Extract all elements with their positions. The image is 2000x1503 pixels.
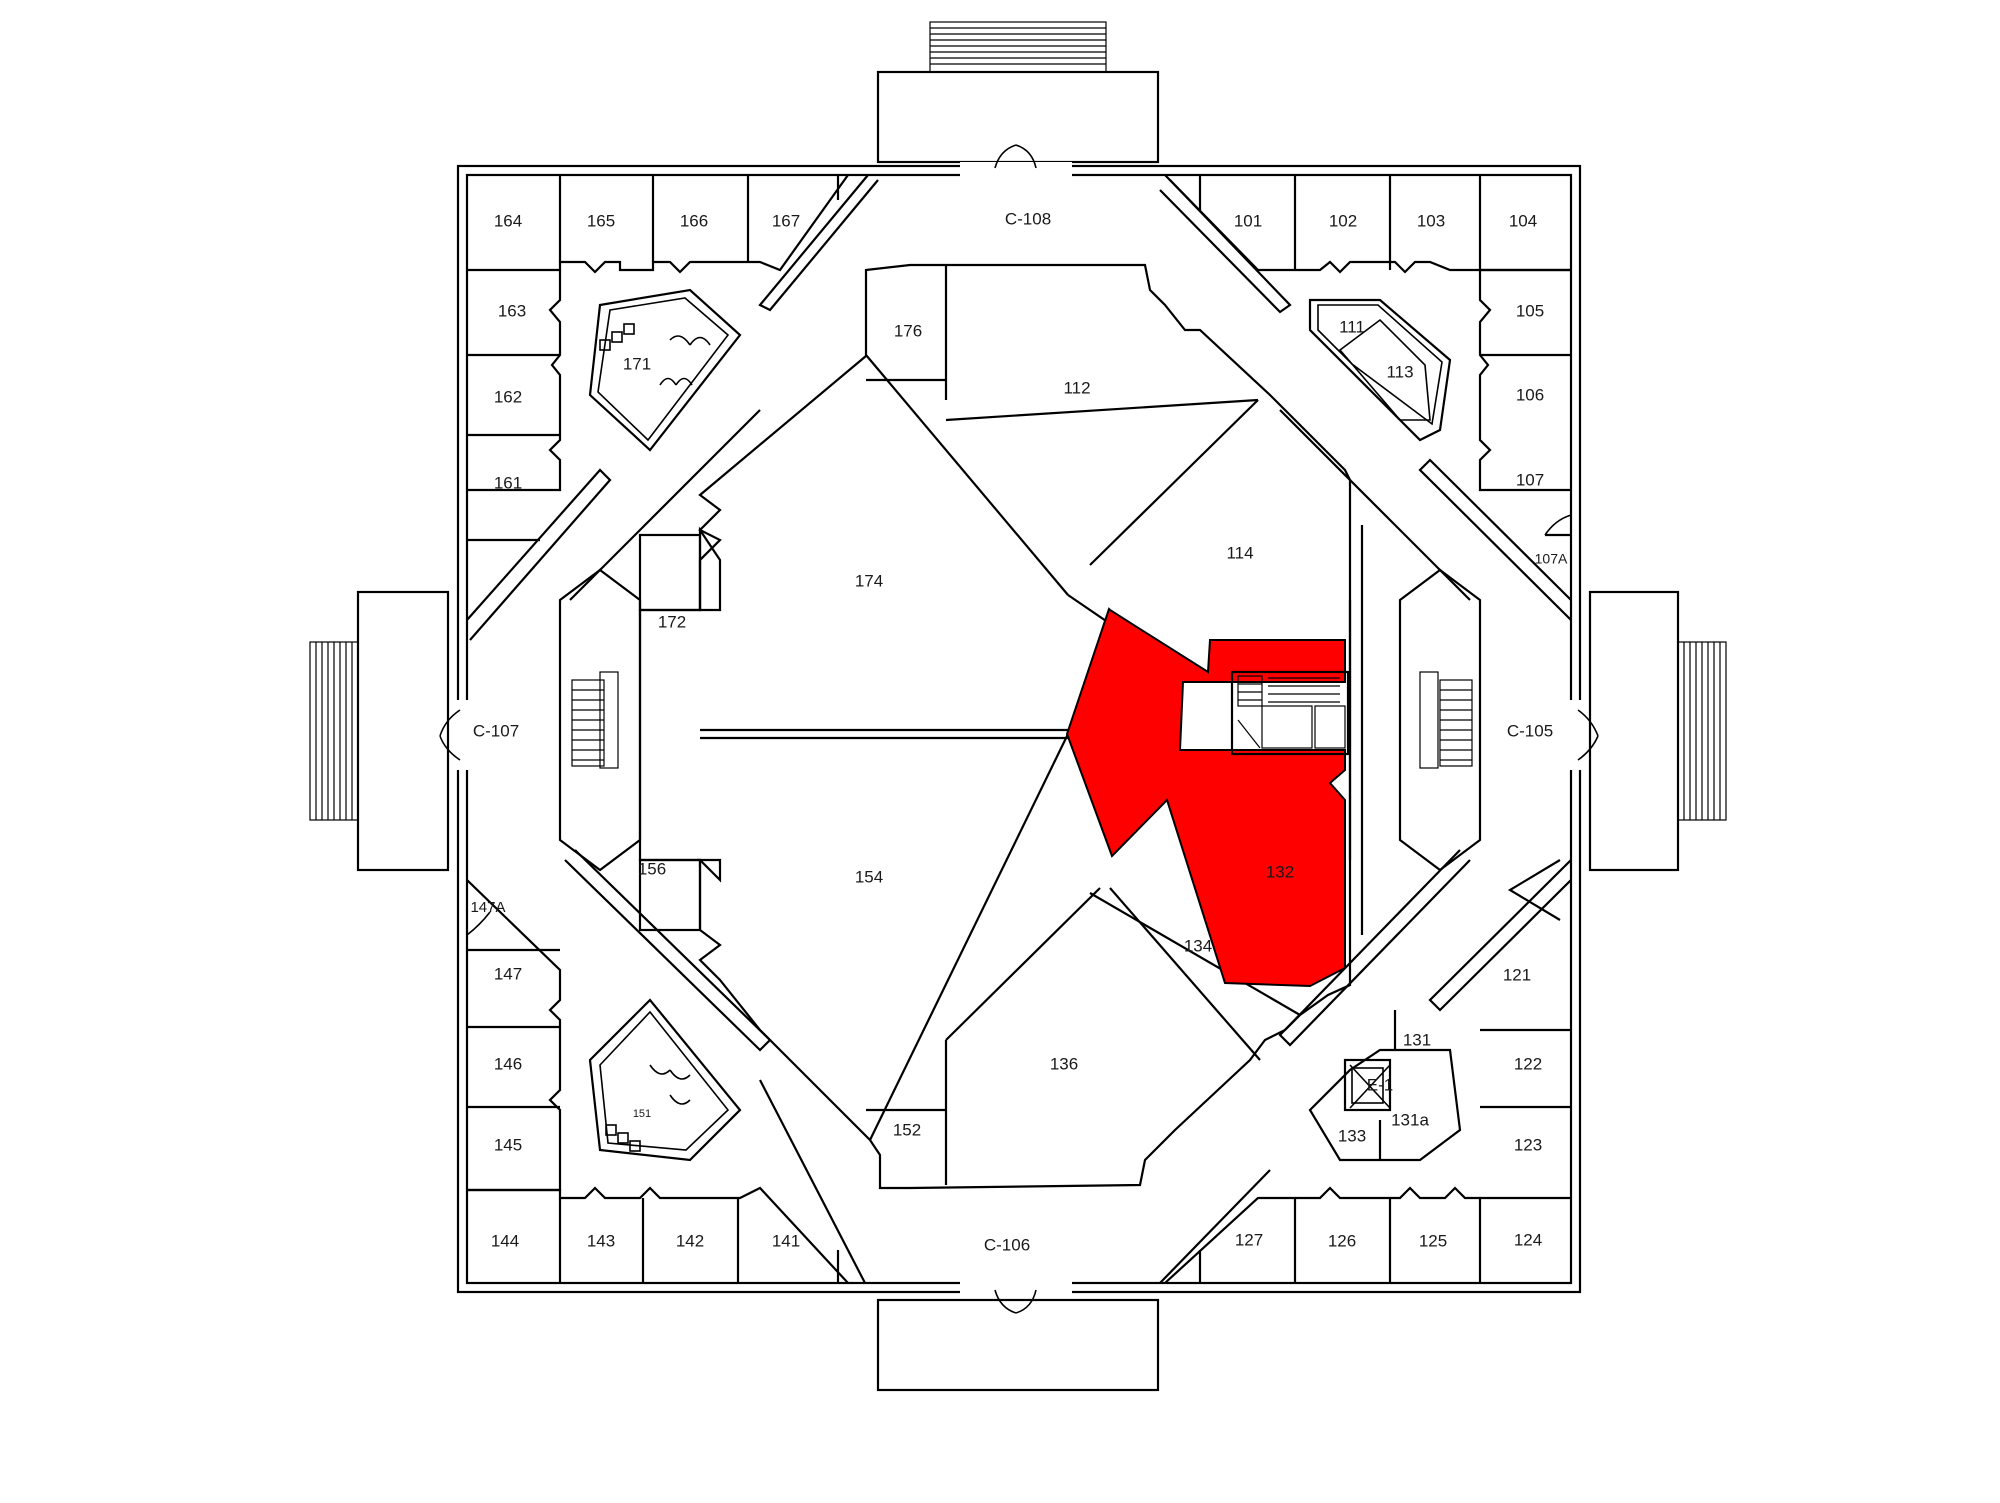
room-144-label: 144 (491, 1231, 519, 1250)
room-131a-label: 131a (1391, 1110, 1429, 1129)
entrance-north (876, 21, 1160, 164)
room-112-label: 112 (1063, 378, 1090, 397)
room-172-label: 172 (658, 612, 686, 631)
room-107-label: 107 (1516, 470, 1544, 489)
restroom-151 (588, 998, 742, 1162)
east-office-wall (1418, 268, 1572, 1109)
corridor-c106-label: C-106 (984, 1235, 1030, 1254)
room-142-label: 142 (676, 1231, 704, 1250)
room-132-highlight[interactable] (1065, 607, 1346, 988)
room-164-label: 164 (494, 211, 522, 230)
room-101-label: 101 (1234, 211, 1262, 230)
room-107A-label: 107A (1535, 551, 1568, 567)
room-162-label: 162 (494, 387, 522, 406)
room-123-label: 123 (1514, 1135, 1542, 1154)
room-127-label: 127 (1235, 1230, 1263, 1249)
south-office-wall (467, 1186, 1571, 1284)
room-151-label: 151 (633, 1108, 651, 1120)
room-133-label: 133 (1338, 1126, 1366, 1145)
room-131-label: 131 (1403, 1030, 1431, 1049)
room-121-label: 121 (1503, 965, 1531, 984)
room-124-label: 124 (1514, 1230, 1542, 1249)
room-141-label: 141 (772, 1231, 800, 1250)
room-111-label: 111 (1339, 317, 1365, 336)
corridor-c105-label: C-105 (1507, 721, 1553, 740)
room-136-label: 136 (1050, 1054, 1078, 1073)
room-113-label: 113 (1386, 362, 1413, 381)
room-165-label: 165 (587, 211, 615, 230)
room-174-label: 174 (855, 571, 883, 590)
outer-walls (439, 144, 1599, 1314)
restroom-171 (588, 288, 742, 452)
central-core (638, 263, 1364, 1190)
corridor-labels: C-108 C-105 C-107 C-106 (473, 209, 1553, 1254)
room-122-label: 122 (1514, 1054, 1542, 1073)
corridor-c107-label: C-107 (473, 721, 519, 740)
room-134-label: 134 (1184, 936, 1212, 955)
room-132-label: 132 (1266, 862, 1294, 881)
room-145-label: 145 (494, 1135, 522, 1154)
room-147A-label: 147A (470, 899, 505, 916)
stair-132 (1230, 670, 1350, 756)
entrance-south (876, 1298, 1160, 1392)
room-146-label: 146 (494, 1054, 522, 1073)
room-105-label: 105 (1516, 301, 1544, 320)
west-office-wall (466, 270, 612, 1192)
room-103-label: 103 (1417, 211, 1445, 230)
room-156-label: 156 (638, 859, 666, 878)
room-114-label: 114 (1226, 543, 1253, 562)
room-102-label: 102 (1329, 211, 1357, 230)
room-labels: 164 165 166 167 101 102 103 104 105 106 … (470, 211, 1568, 1250)
room-143-label: 143 (587, 1231, 615, 1250)
entrance-west (309, 590, 450, 872)
room-166-label: 166 (680, 211, 708, 230)
room-126-label: 126 (1328, 1231, 1356, 1250)
room-125-label: 125 (1419, 1231, 1447, 1250)
entrance-east (1588, 590, 1727, 872)
stair-east (1398, 568, 1482, 872)
room-167-label: 167 (772, 211, 800, 230)
restroom-111 (1308, 298, 1452, 442)
room-161-label: 161 (494, 473, 522, 492)
room-106-label: 106 (1516, 385, 1544, 404)
room-154-label: 154 (855, 867, 883, 886)
room-176-label: 176 (894, 321, 922, 340)
room-152-label: 152 (893, 1120, 921, 1139)
corridor-c108-label: C-108 (1005, 209, 1051, 228)
elevator-e1-label: E-1 (1367, 1075, 1393, 1094)
corridor-walls-outer (564, 174, 1471, 1284)
north-office-wall (467, 174, 1571, 274)
room-163-label: 163 (498, 301, 526, 320)
elevator-core (1308, 1010, 1462, 1162)
room-147-label: 147 (494, 964, 522, 983)
room-171-label: 171 (623, 354, 651, 373)
room-104-label: 104 (1509, 211, 1537, 230)
stair-west (558, 568, 642, 872)
